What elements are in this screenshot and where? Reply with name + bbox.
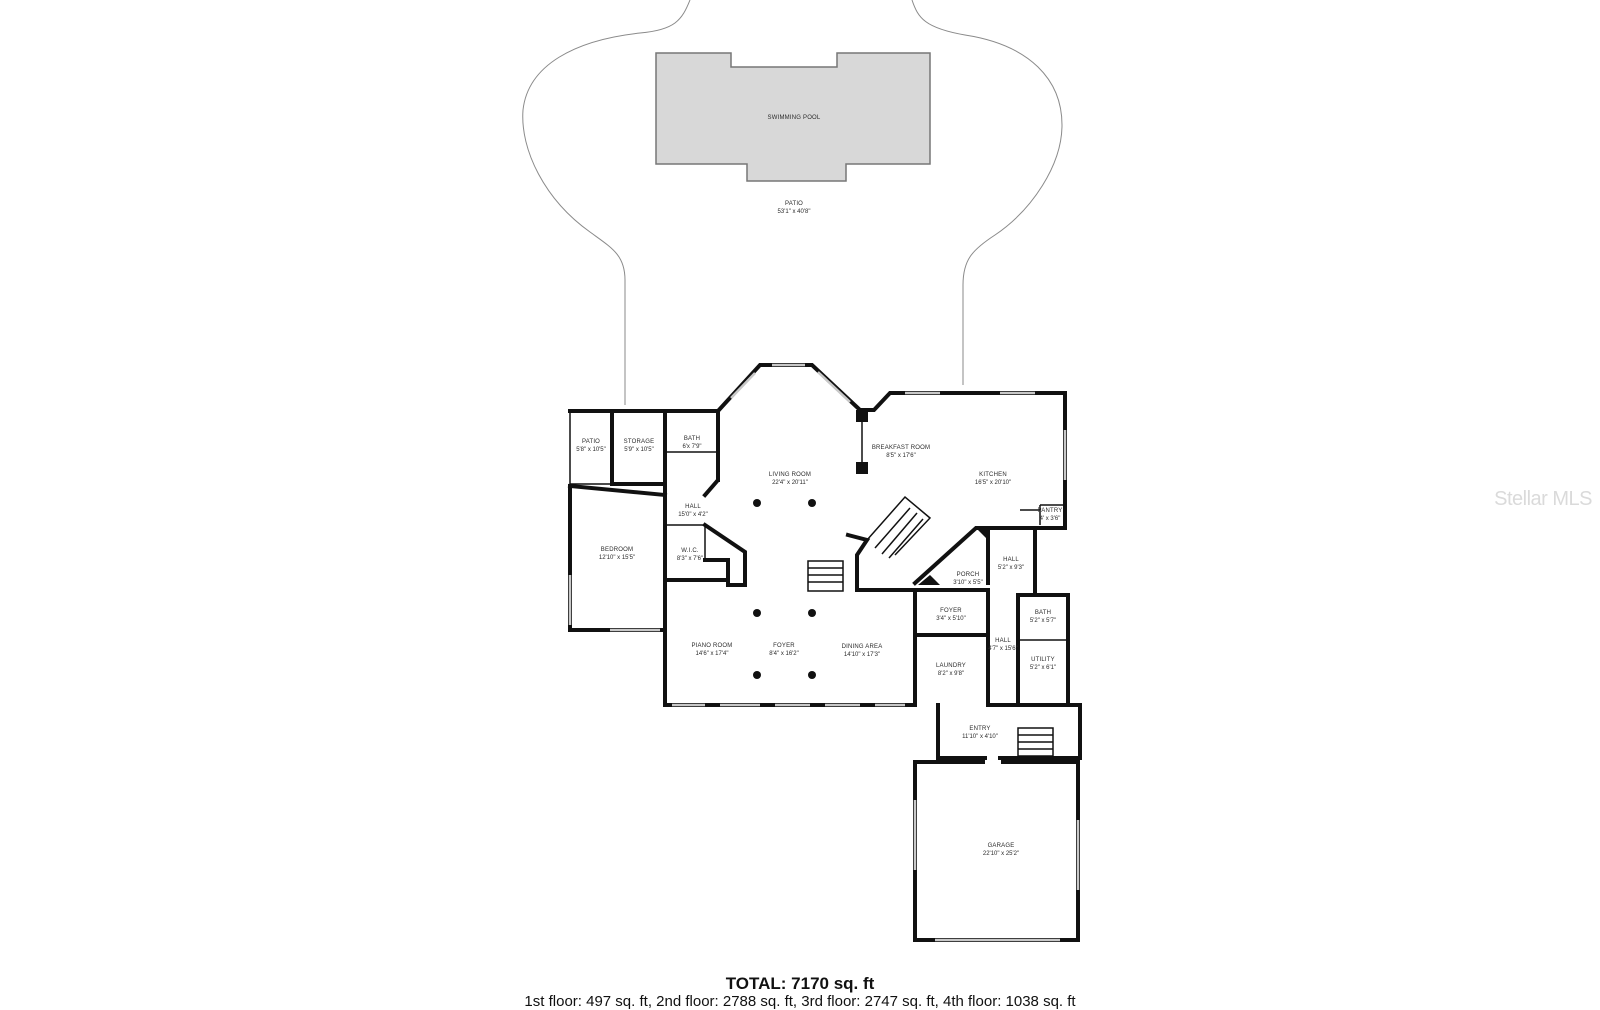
front-rooms xyxy=(663,578,990,707)
dim-porch: 3'10" x 5'5" xyxy=(953,580,983,586)
dim-piano-room: 14'6" x 17'4" xyxy=(696,651,729,657)
label-foyer: FOYER xyxy=(773,643,795,649)
dim-living-room: 22'4" x 20'11" xyxy=(772,480,808,486)
label-patio-outdoor: PATIO xyxy=(785,201,803,207)
dim-foyer-room: 3'4" x 5'10" xyxy=(936,616,966,622)
dim-hall-kitchen: 5'2" x 9'3" xyxy=(998,565,1024,571)
label-kitchen: KITCHEN xyxy=(979,472,1007,478)
watermark: Stellar MLS xyxy=(1494,488,1592,510)
dim-patio-outdoor: 53'1" x 40'8" xyxy=(778,209,811,215)
dim-foyer: 8'4" x 16'2" xyxy=(769,651,799,657)
dim-wic: 8'3" x 7'6" xyxy=(677,556,703,562)
dim-garage: 22'10" x 25'2" xyxy=(983,851,1019,857)
dim-laundry: 8'2" x 9'8" xyxy=(938,671,964,677)
label-wic: W.I.C. xyxy=(681,548,699,554)
dim-bath-left: 6'x 7'9" xyxy=(682,444,701,450)
label-bedroom: BEDROOM xyxy=(601,547,633,553)
label-garage: GARAGE xyxy=(988,843,1015,849)
patio-outline xyxy=(522,0,1063,405)
total-area: TOTAL: 7170 sq. ft xyxy=(725,974,875,993)
label-bath-right: BATH xyxy=(1035,610,1051,616)
dim-utility: 5'2" x 6'1" xyxy=(1030,665,1056,671)
label-entry: ENTRY xyxy=(969,726,990,732)
label-swimming-pool: SWIMMING POOL xyxy=(768,115,821,121)
service-block xyxy=(913,588,1082,760)
label-utility: UTILITY xyxy=(1031,657,1055,663)
label-laundry: LAUNDRY xyxy=(936,663,966,669)
dim-bath-right: 5'2" x 5'7" xyxy=(1030,618,1056,624)
label-patio-small: PATIO xyxy=(582,439,600,445)
swimming-pool-shape xyxy=(655,52,931,182)
label-pantry: PANTRY xyxy=(1038,508,1063,514)
label-living-room: LIVING ROOM xyxy=(769,472,811,478)
label-porch: PORCH xyxy=(957,572,980,578)
label-piano-room: PIANO ROOM xyxy=(691,643,732,649)
dim-pantry: 4' x 3'6" xyxy=(1040,516,1061,522)
label-storage: STORAGE xyxy=(624,439,655,445)
label-foyer-room: FOYER xyxy=(940,608,962,614)
label-breakfast-room: BREAKFAST ROOM xyxy=(872,445,930,451)
label-hall-kitchen: HALL xyxy=(1003,557,1019,563)
label-hall-center: HALL xyxy=(995,638,1011,644)
label-hall-left: HALL xyxy=(685,504,701,510)
label-dining-area: DINING AREA xyxy=(842,644,883,650)
garage-block xyxy=(913,760,1080,942)
dim-kitchen: 16'5" x 20'10" xyxy=(975,480,1011,486)
dim-entry: 11'10" x 4'10" xyxy=(962,734,998,740)
dim-dining-area: 14'10" x 17'3" xyxy=(844,652,880,658)
dim-hall-left: 15'0" x 4'2" xyxy=(678,512,708,518)
dim-patio-small: 5'8" x 10'5" xyxy=(576,447,606,453)
floor-areas: 1st floor: 497 sq. ft, 2nd floor: 2788 s… xyxy=(524,993,1076,1010)
dim-breakfast-room: 8'5" x 17'6" xyxy=(886,453,916,459)
label-bath-left: BATH xyxy=(684,436,700,442)
main-block xyxy=(702,363,1067,679)
dim-hall-center: 4'7" x 15'6" xyxy=(988,646,1018,652)
dim-storage: 5'9" x 10'5" xyxy=(624,447,654,453)
dim-bedroom: 12'10" x 15'5" xyxy=(599,555,635,561)
